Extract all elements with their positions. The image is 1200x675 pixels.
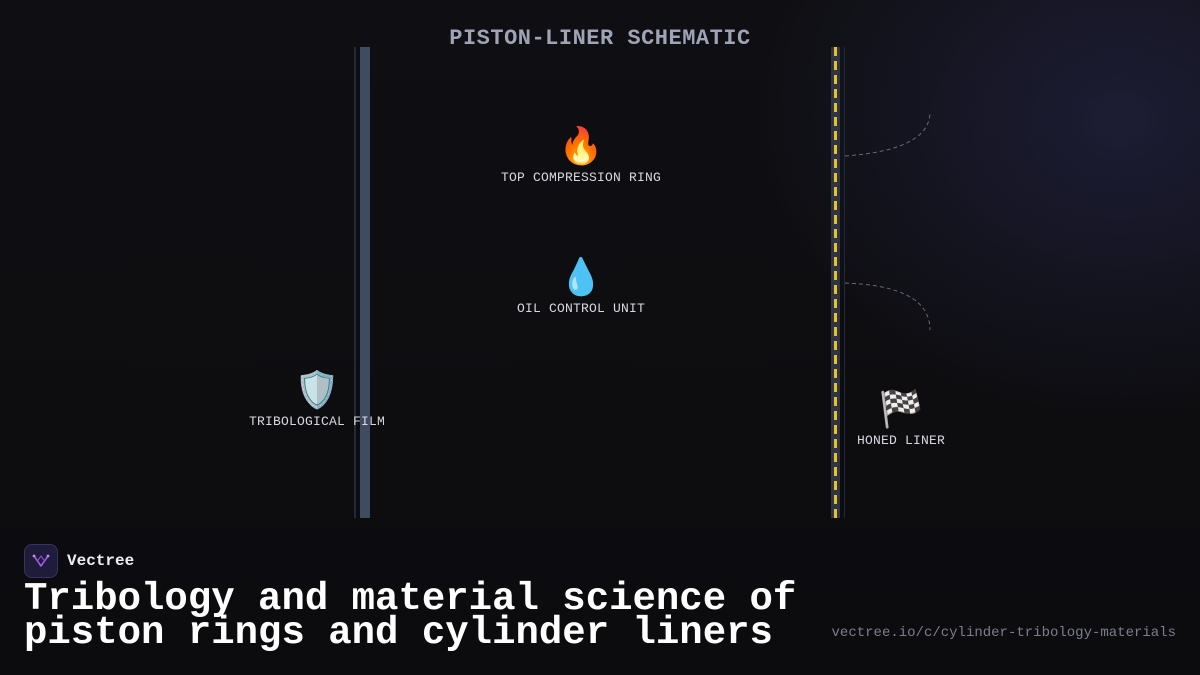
vectree-logo-icon [24, 544, 58, 578]
vectree-logo-mark [32, 554, 50, 567]
fire-icon: 🔥 [558, 126, 604, 167]
node-honed-liner: 🏁 HONED LINER [857, 388, 945, 448]
brand: Vectree [24, 544, 134, 578]
droplet-icon: 💧 [558, 257, 604, 298]
cylinder-liner-track [829, 47, 845, 518]
node-label: TRIBOLOGICAL FILM [248, 414, 386, 429]
headline: Tribology and material science of piston… [24, 577, 797, 655]
brand-name: Vectree [67, 552, 135, 570]
liner-edge [844, 47, 845, 518]
source-url[interactable]: vectree.io/c/cylinder-tribology-material… [831, 625, 1176, 641]
piston-wall [360, 47, 370, 518]
shield-icon: 🛡️ [294, 370, 340, 411]
node-top-compression-ring: 🔥 TOP COMPRESSION RING [501, 125, 661, 185]
liner-dashes [834, 47, 837, 518]
node-tribological-film: 🛡️ TRIBOLOGICAL FILM [249, 369, 385, 429]
node-label: OIL CONTROL UNIT [516, 301, 646, 316]
node-label: HONED LINER [856, 433, 946, 448]
piston-wall-edge [354, 47, 356, 518]
node-label: TOP COMPRESSION RING [500, 170, 662, 185]
connector-lower [844, 282, 931, 331]
node-oil-control-unit: 💧 OIL CONTROL UNIT [517, 256, 645, 316]
checkered-flag-icon: 🏁 [878, 389, 924, 430]
connector-upper [844, 111, 931, 157]
diagram-title: PISTON-LINER SCHEMATIC [449, 26, 751, 51]
